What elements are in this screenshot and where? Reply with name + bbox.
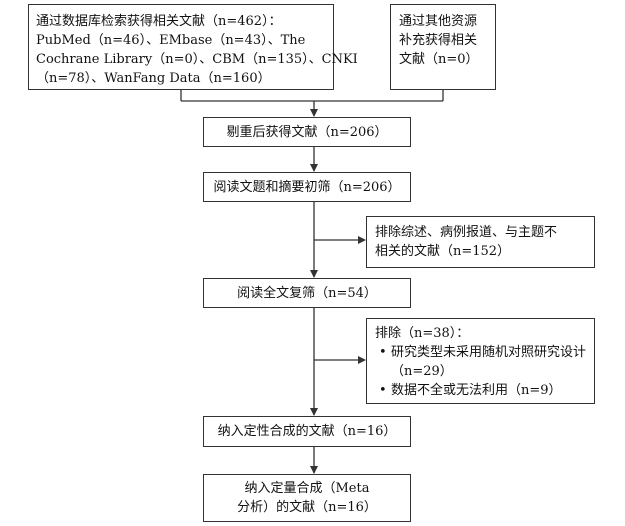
- other-sources-line-1: 通过其他资源: [399, 14, 478, 29]
- title-abstract-screening-box: 阅读文题和摘要初筛（n=206）: [203, 172, 411, 202]
- title-screen-text: 阅读文题和摘要初筛（n=206）: [213, 179, 401, 195]
- exclusion-box-2: 排除（n=38）： 研究类型未采用随机对照研究设计（n=29） 数据不全或无法利…: [366, 318, 595, 404]
- qualitative-synthesis-box: 纳入定性合成的文献（n=16）: [203, 416, 411, 447]
- exclusion-reason-text: 数据不全或无法利用（n=9）: [391, 383, 562, 398]
- exclude-1-line-1: 排除综述、病例报道、与主题不: [375, 225, 558, 240]
- exclude-2-heading: 排除（n=38）：: [375, 326, 470, 341]
- other-sources-line-2: 补充获得相关: [399, 33, 478, 48]
- quantitative-line-2: 分析）的文献（n=16）: [237, 500, 377, 515]
- exclusion-reason-item: 数据不全或无法利用（n=9）: [375, 381, 586, 400]
- full-text-screening-box: 阅读全文复筛（n=54）: [203, 278, 411, 308]
- exclusion-reason-text: 研究类型未采用随机对照研究设计（n=29）: [391, 345, 587, 379]
- deduplicated-records-box: 剔重后获得文献（n=206）: [203, 117, 411, 147]
- search-line-3: Cochrane Library（n=0）、CBM（n=135）、CNKI: [36, 52, 358, 67]
- exclusion-box-1: 排除综述、病例报道、与主题不 相关的文献（n=152）: [366, 216, 595, 268]
- qualitative-text: 纳入定性合成的文献（n=16）: [217, 424, 397, 439]
- quantitative-line-1: 纳入定量合成（Meta: [244, 481, 370, 496]
- exclusion-reasons-list: 研究类型未采用随机对照研究设计（n=29） 数据不全或无法利用（n=9）: [375, 343, 586, 400]
- database-search-box: 通过数据库检索获得相关文献（n=462）： PubMed（n=46）、EMbas…: [28, 4, 358, 90]
- fulltext-text: 阅读全文复筛（n=54）: [237, 285, 377, 301]
- search-line-4: （n=78）、WanFang Data（n=160）: [36, 71, 271, 86]
- search-line-2: PubMed（n=46）、EMbase（n=43）、The: [36, 33, 306, 48]
- exclusion-reason-item: 研究类型未采用随机对照研究设计（n=29）: [375, 343, 586, 381]
- search-line-1: 通过数据库检索获得相关文献（n=462）：: [36, 14, 282, 29]
- quantitative-synthesis-box: 纳入定量合成（Meta 分析）的文献（n=16）: [203, 474, 411, 522]
- other-sources-box: 通过其他资源 补充获得相关 文献（n=0）: [390, 4, 496, 90]
- dedup-text: 剔重后获得文献（n=206）: [226, 124, 388, 140]
- exclude-1-line-2: 相关的文献（n=152）: [375, 244, 511, 259]
- other-sources-line-3: 文献（n=0）: [399, 52, 479, 67]
